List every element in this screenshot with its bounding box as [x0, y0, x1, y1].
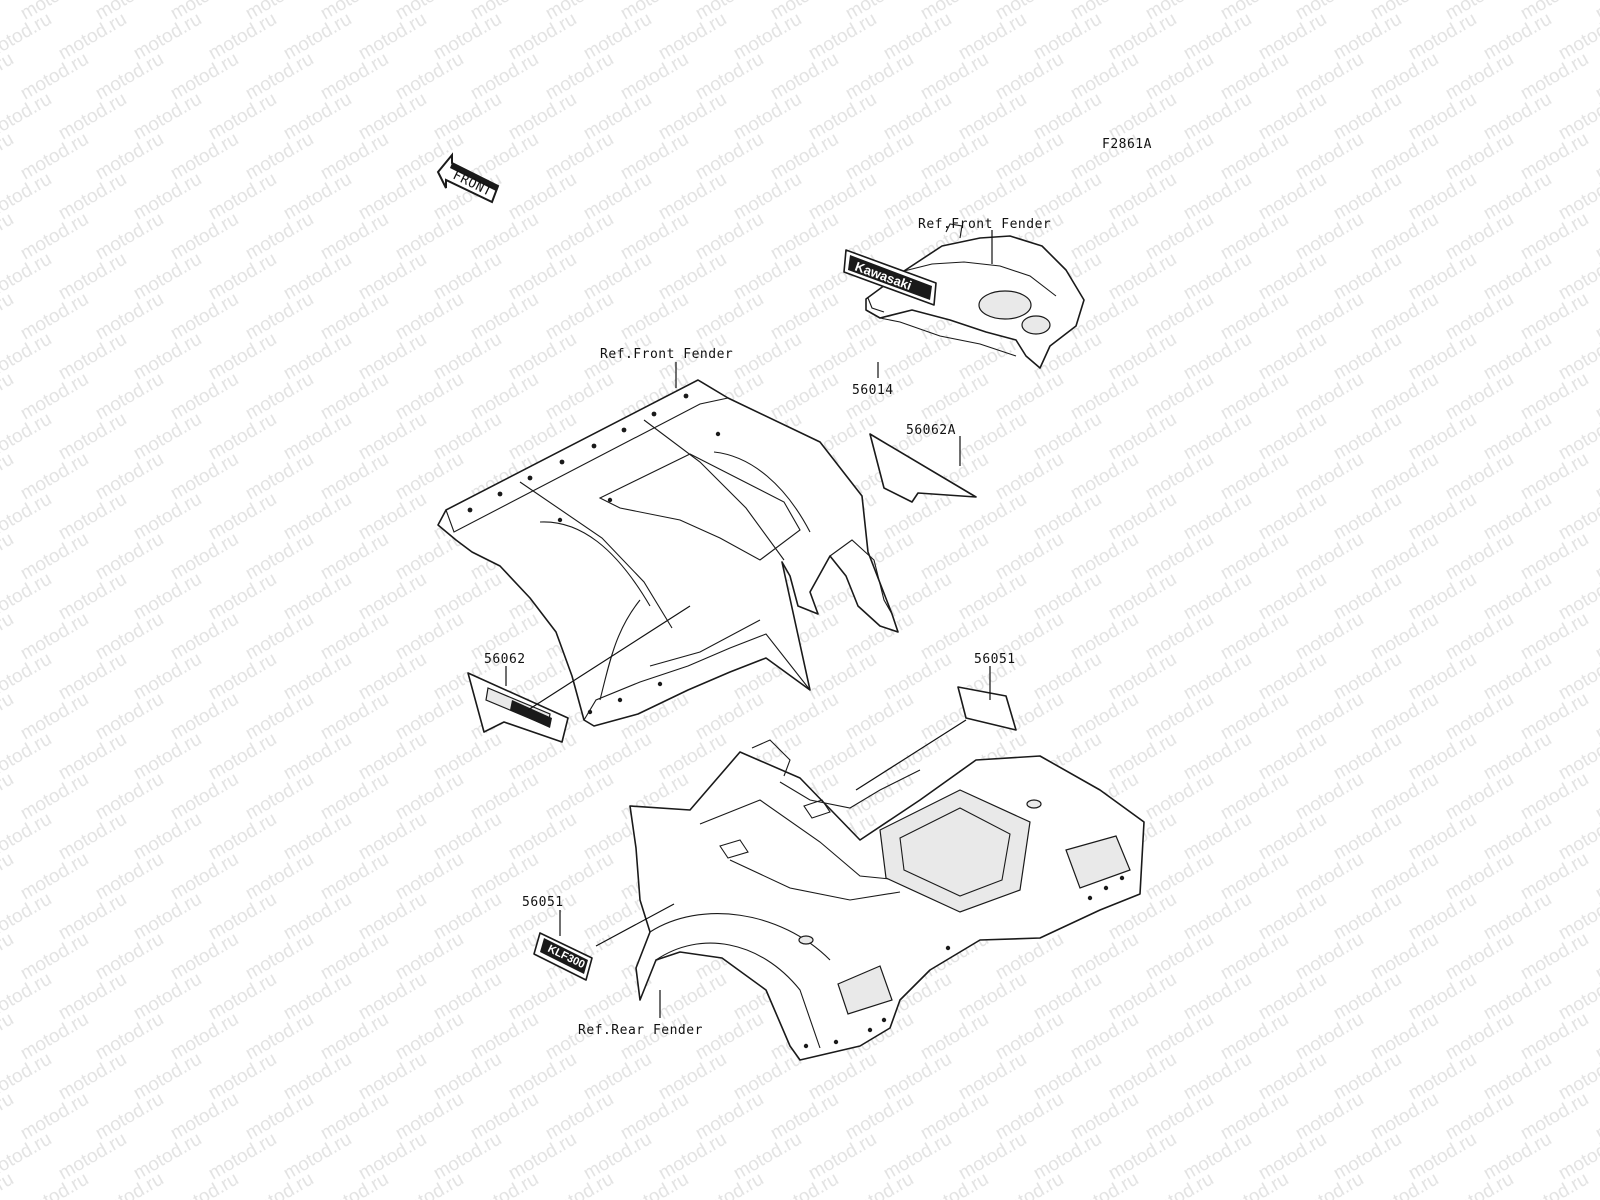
front-fender-main-part	[437, 379, 899, 727]
label-part-56062A: 56062A	[906, 423, 956, 438]
label-ref-front-fender-upper: Ref.Front Fender	[918, 217, 1051, 232]
label-ref-rear-fender: Ref.Rear Fender	[578, 1023, 703, 1038]
fender-bolt-holes	[467, 393, 721, 715]
label-part-56051-left: 56051	[522, 895, 564, 910]
label-part-56062: 56062	[484, 652, 526, 667]
watermark-text: motod.ru	[1592, 0, 1600, 24]
label-part-56014: 56014	[852, 383, 894, 398]
leader-lines	[505, 230, 993, 1018]
decal-56062	[467, 672, 569, 743]
rear-fender-bolt-holes	[803, 875, 1125, 1049]
label-part-56051-right: 56051	[974, 652, 1016, 667]
rear-fender-part	[629, 739, 1145, 1061]
figure-code: F2861A	[1102, 137, 1152, 152]
decal-56062A	[869, 433, 977, 503]
front-fender-upper-part	[865, 223, 1085, 369]
label-ref-front-fender-main: Ref.Front Fender	[600, 347, 733, 362]
